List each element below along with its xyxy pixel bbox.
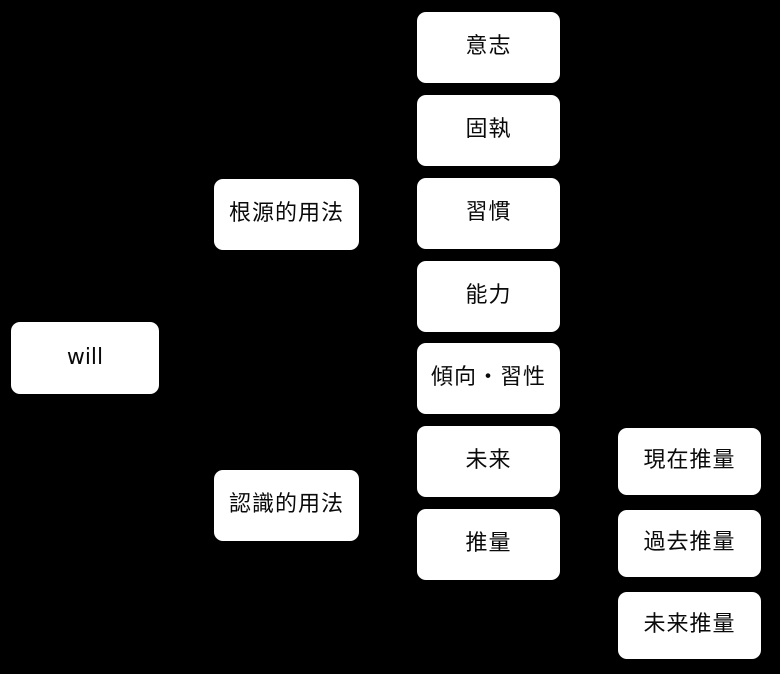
node-future[interactable]: 未来 bbox=[417, 426, 560, 497]
node-root-usage[interactable]: 根源的用法 bbox=[214, 179, 359, 250]
node-ability[interactable]: 能力 bbox=[417, 261, 560, 332]
node-label: 未来 bbox=[465, 448, 512, 474]
node-volition[interactable]: 意志 bbox=[417, 12, 560, 83]
node-tendency-propensity[interactable]: 傾向・習性 bbox=[417, 343, 560, 414]
node-label: 能力 bbox=[465, 283, 512, 309]
node-label: 傾向・習性 bbox=[430, 365, 546, 391]
node-label: 認識的用法 bbox=[228, 492, 344, 518]
node-future-conjecture[interactable]: 未来推量 bbox=[618, 592, 761, 659]
node-label: 意志 bbox=[465, 34, 512, 60]
node-label: 固執 bbox=[465, 117, 512, 143]
node-root-will[interactable]: will bbox=[11, 322, 159, 394]
node-label: 未来推量 bbox=[643, 612, 736, 638]
node-label: will bbox=[66, 344, 104, 370]
node-past-conjecture[interactable]: 過去推量 bbox=[618, 510, 761, 577]
node-label: 現在推量 bbox=[643, 448, 736, 474]
node-habit[interactable]: 習慣 bbox=[417, 178, 560, 249]
node-epistemic-usage[interactable]: 認識的用法 bbox=[214, 470, 359, 541]
node-label: 習慣 bbox=[465, 200, 512, 226]
node-label: 根源的用法 bbox=[228, 201, 344, 227]
node-conjecture[interactable]: 推量 bbox=[417, 509, 560, 580]
node-label: 推量 bbox=[465, 531, 512, 557]
node-present-conjecture[interactable]: 現在推量 bbox=[618, 428, 761, 495]
node-label: 過去推量 bbox=[643, 530, 736, 556]
node-insistence[interactable]: 固執 bbox=[417, 95, 560, 166]
